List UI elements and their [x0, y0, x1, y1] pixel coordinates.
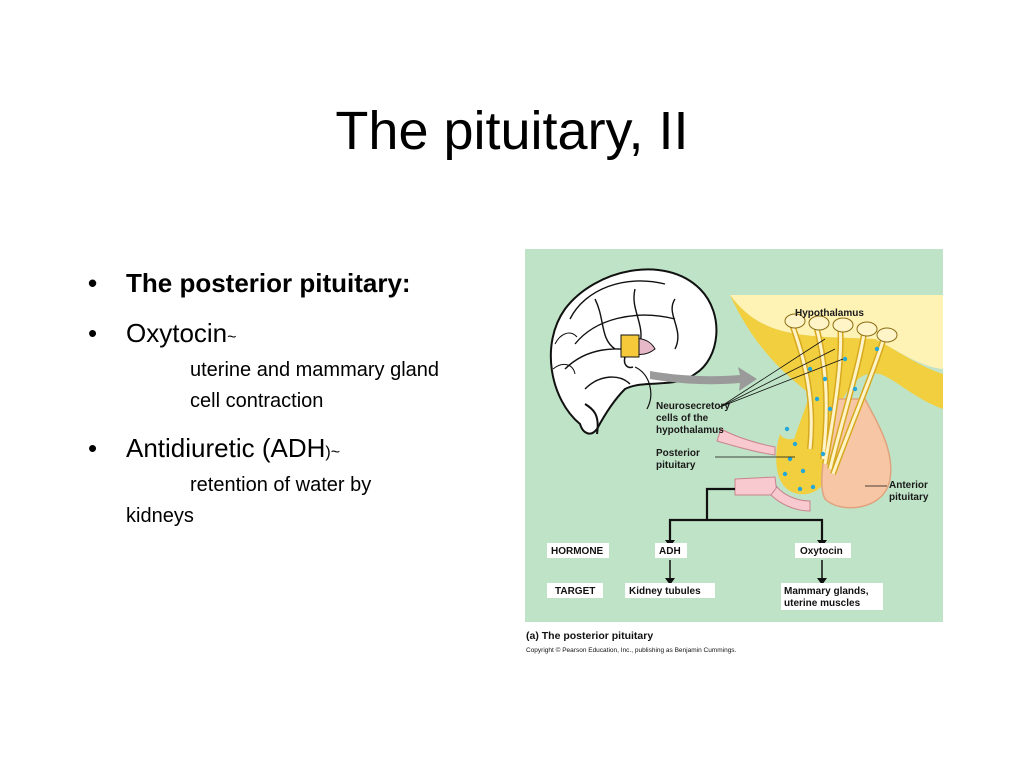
posterior-pituitary-figure: Hypothalamus Neurosecretory cells of the…	[525, 249, 943, 622]
bullet-marker: •	[88, 268, 98, 298]
figure-copyright: Copyright © Pearson Education, Inc., pub…	[526, 647, 737, 654]
anterior-pituitary-label-2: pituitary	[889, 492, 929, 503]
oxytocin-label: Oxytocin	[800, 546, 843, 557]
hormone-header-box	[547, 543, 609, 558]
bullet-list: • The posterior pituitary: • Oxytocin~ u…	[88, 266, 508, 532]
neurosecretory-label-2: cells of the	[656, 413, 709, 424]
slide-title: The pituitary, II	[335, 101, 689, 161]
target-header-box	[547, 583, 603, 598]
kidney-tubules-box	[625, 583, 715, 598]
bullet-marker: •	[88, 318, 98, 348]
figure-caption: (a) The posterior pituitary	[526, 630, 654, 642]
oxytocin-effect-line-1: uterine and mammary gland	[190, 359, 440, 381]
brain-illustration	[549, 268, 718, 435]
mammary-uterine-box	[781, 583, 883, 610]
posterior-pituitary-label-1: Posterior	[656, 448, 700, 459]
bullet-suffix: )~	[325, 444, 341, 461]
hypothalamus-region	[716, 295, 943, 512]
bullet-oxytocin: • Oxytocin~	[88, 316, 508, 355]
neurosecretory-label-3: hypothalamus	[656, 425, 724, 436]
bullet-suffix: ~	[227, 329, 237, 346]
adh-effect-line-1: retention of water by	[190, 474, 372, 496]
bullet-text: Antidiuretic (ADH	[126, 433, 326, 463]
neurosecretory-label-1: Neurosecretory	[656, 401, 730, 412]
bullet-posterior-pituitary: • The posterior pituitary:	[88, 266, 508, 300]
bullet-text: The posterior pituitary:	[126, 268, 411, 298]
figure-drawing: Hypothalamus Neurosecretory cells of the…	[547, 268, 943, 610]
adh-effect-line-2: kidneys	[126, 505, 194, 527]
adh-box	[655, 543, 687, 558]
hormone-header: HORMONE	[551, 546, 604, 557]
target-header: TARGET	[555, 586, 595, 597]
oxytocin-effect-line-2: cell contraction	[190, 390, 324, 412]
kidney-tubules-label: Kidney tubules	[629, 586, 701, 597]
anterior-pituitary-label-1: Anterior	[889, 480, 928, 491]
bullet-text: Oxytocin	[126, 318, 228, 348]
bullet-marker: •	[88, 433, 98, 463]
mammary-glands-label: Mammary glands,	[784, 586, 869, 597]
grey-arrow-icon	[650, 367, 757, 391]
adh-label: ADH	[659, 546, 681, 557]
hormone-flow-arrows	[665, 487, 827, 585]
hypothalamus-label: Hypothalamus	[795, 308, 864, 319]
oxytocin-box	[795, 543, 851, 558]
posterior-pituitary-label-2: pituitary	[656, 460, 696, 471]
uterine-muscles-label: uterine muscles	[784, 598, 861, 609]
bullet-adh: • Antidiuretic (ADH)~	[88, 431, 508, 470]
label-pointers	[715, 338, 887, 487]
